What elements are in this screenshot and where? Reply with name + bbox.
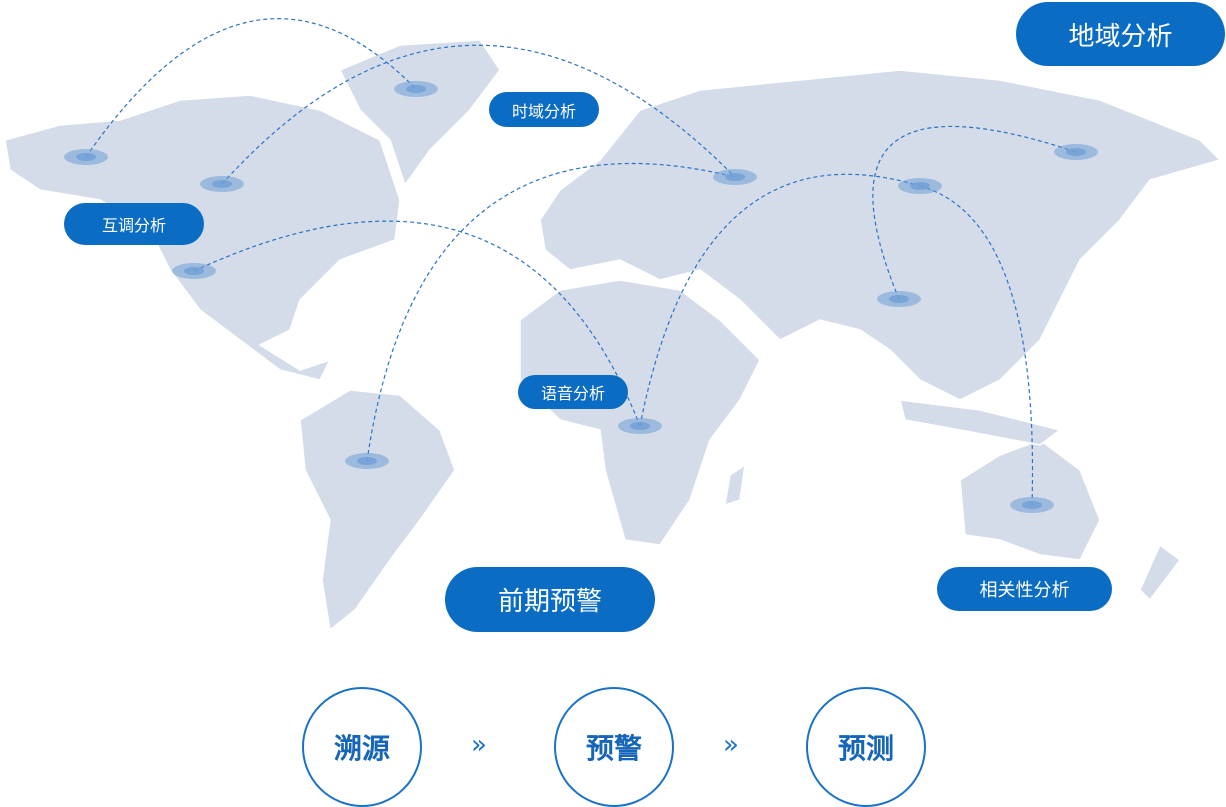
flow-arrow-icon: » xyxy=(723,730,739,760)
flow-arrow-icon: » xyxy=(471,730,487,760)
trace-step: 溯源 xyxy=(302,687,422,807)
arc xyxy=(193,220,641,427)
north-america xyxy=(4,94,401,381)
hotspot-marker xyxy=(184,267,204,275)
arc-lines xyxy=(85,18,1077,506)
hotspot-marker xyxy=(1066,148,1086,156)
hotspot-marker xyxy=(212,180,232,188)
voice-analysis-label: 语音分析 xyxy=(518,375,628,409)
africa xyxy=(519,279,761,546)
forecast-step: 预测 xyxy=(806,687,926,807)
early-warning-label: 前期预警 xyxy=(445,567,655,632)
time-analysis-label: 时域分析 xyxy=(489,92,599,127)
arc xyxy=(85,18,417,158)
arc xyxy=(221,44,736,185)
south-america xyxy=(299,389,456,632)
indonesia xyxy=(899,399,1062,446)
correlation-analysis-label: 相关性分析 xyxy=(937,567,1112,611)
hotspot-marker xyxy=(630,422,650,430)
region-analysis-label: 地域分析 xyxy=(1016,2,1225,66)
intermod-analysis-label: 互调分析 xyxy=(64,203,204,245)
hotspot-marker xyxy=(76,153,96,161)
hotspot-marker xyxy=(889,295,909,303)
madagascar xyxy=(724,463,746,507)
hotspot-marker xyxy=(1022,501,1042,509)
hotspot-marker xyxy=(910,182,930,190)
arc xyxy=(919,185,1034,506)
arc xyxy=(366,162,736,462)
arc xyxy=(639,173,921,427)
greenland xyxy=(338,39,501,187)
arc xyxy=(872,125,1077,300)
hotspot-marker xyxy=(725,173,745,181)
hotspot-marker xyxy=(357,457,377,465)
hotspot-marker xyxy=(406,85,426,93)
new-zealand xyxy=(1139,543,1182,602)
warning-step: 预警 xyxy=(554,687,674,807)
